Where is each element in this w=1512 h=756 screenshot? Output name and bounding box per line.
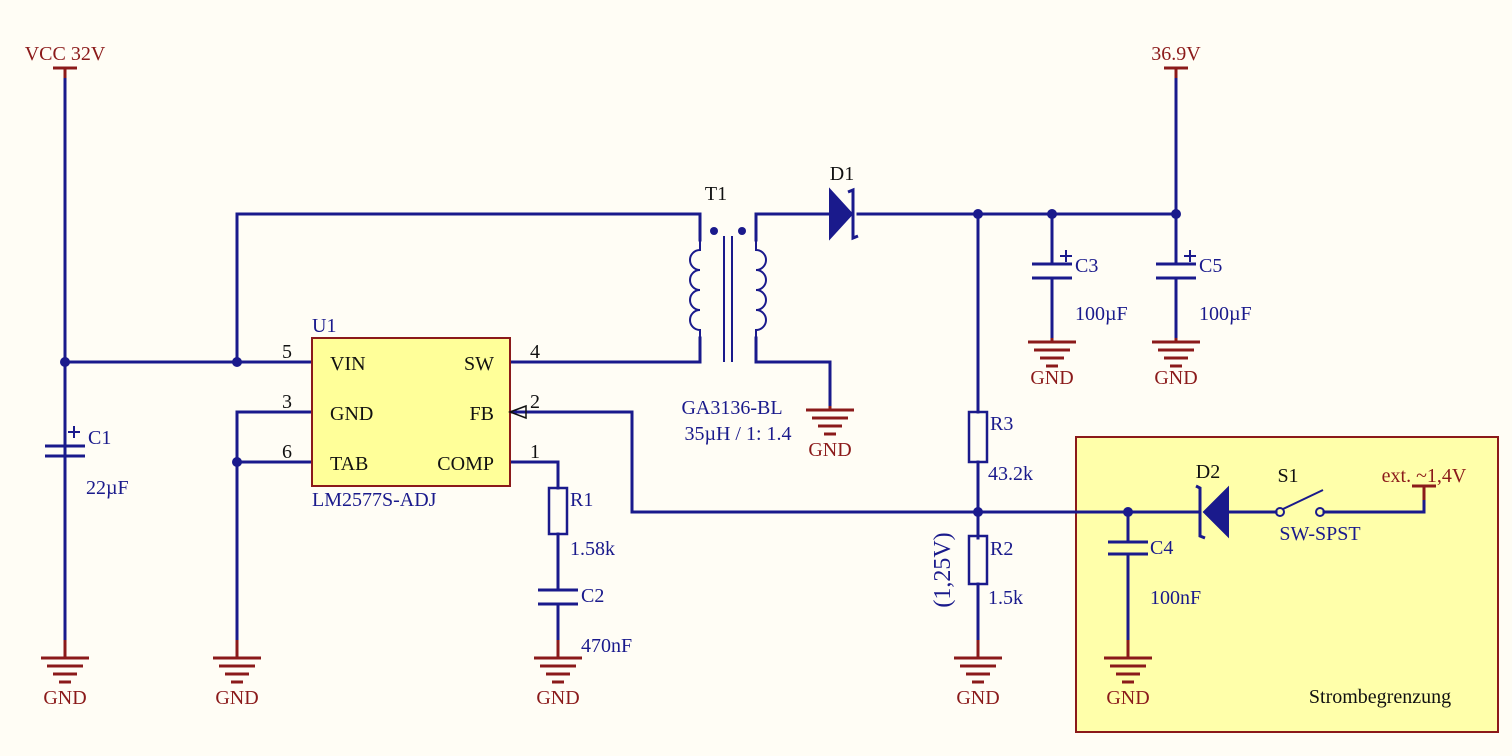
- c4-value: 100nF: [1150, 587, 1201, 609]
- c4-ref: C4: [1150, 537, 1173, 559]
- pin-number: 3: [282, 391, 292, 413]
- vcc-label: VCC 32V: [25, 43, 106, 65]
- pin-fb-label: FB: [470, 403, 494, 425]
- d1-diode: D1: [829, 163, 859, 241]
- t1-ref: T1: [705, 183, 727, 205]
- r3-resistor: R3 43.2k: [967, 410, 1033, 485]
- r2-resistor: R2 1.5k: [967, 534, 1023, 609]
- c3-value: 100µF: [1075, 303, 1128, 325]
- r3-value: 43.2k: [988, 463, 1033, 485]
- ext-label: ext. ~1,4V: [1382, 465, 1467, 487]
- u1-chip: U1 LM2577S-ADJ VIN GND TAB SW FB COMP 5 …: [282, 315, 540, 511]
- pin-comp-label: COMP: [437, 453, 494, 475]
- gnd-c5: GND: [1152, 338, 1200, 389]
- gnd-c4: GND: [1104, 640, 1152, 709]
- c5-value: 100µF: [1199, 303, 1252, 325]
- vout-port: 36.9V: [1151, 43, 1201, 78]
- pin-tab-label: TAB: [330, 453, 368, 475]
- t1-part: GA3136-BL: [681, 397, 782, 419]
- wires: [63, 66, 1426, 642]
- c2-value: 470nF: [581, 635, 632, 657]
- gnd-label: GND: [536, 687, 579, 709]
- r1-ref: R1: [570, 489, 593, 511]
- c1-ref: C1: [88, 427, 111, 449]
- gnd-label: GND: [956, 687, 999, 709]
- gnd-label: GND: [43, 687, 86, 709]
- t1-value: 35µH / 1: 1.4: [684, 423, 791, 445]
- r3-ref: R3: [990, 413, 1013, 435]
- ext-port: ext. ~1,4V: [1382, 465, 1467, 500]
- current-limit-label: Strombegrenzung: [1309, 686, 1451, 708]
- c4-capacitor: C4 100nF: [1108, 537, 1201, 609]
- gnd-t1: GND: [806, 406, 854, 461]
- t1-transformer: T1 GA3136-BL 35µH / 1: 1.4: [681, 183, 791, 445]
- pin-number: 5: [282, 341, 292, 363]
- gnd-c1: GND: [41, 640, 89, 709]
- c1-capacitor: C1 22µF: [45, 426, 129, 499]
- d1-ref: D1: [830, 163, 854, 185]
- pin-number: 2: [530, 391, 540, 413]
- s1-switch: S1 SW-SPST: [1275, 465, 1361, 545]
- c3-ref: C3: [1075, 255, 1098, 277]
- c1-value: 22µF: [86, 477, 129, 499]
- gnd-label: GND: [1154, 367, 1197, 389]
- vout-label: 36.9V: [1151, 43, 1201, 65]
- gnd-r2: GND: [954, 640, 1002, 709]
- r2-value: 1.5k: [988, 587, 1023, 609]
- gnd-c2: GND: [534, 640, 582, 709]
- u1-part: LM2577S-ADJ: [312, 489, 437, 511]
- gnd-label: GND: [215, 687, 258, 709]
- s1-ref: S1: [1277, 465, 1298, 487]
- c3-capacitor: C3 100µF: [1032, 250, 1128, 325]
- gnd-label: GND: [808, 439, 851, 461]
- c2-capacitor: C2 470nF: [538, 585, 632, 657]
- u1-ref: U1: [312, 315, 336, 337]
- pin-sw-label: SW: [464, 353, 494, 375]
- gnd-c3: GND: [1028, 338, 1076, 389]
- r2-ref: R2: [990, 538, 1013, 560]
- vcc-port: VCC 32V: [25, 43, 106, 78]
- s1-part: SW-SPST: [1279, 523, 1360, 545]
- fb-voltage-label: (1,25V): [930, 532, 956, 607]
- pin-number: 1: [530, 441, 540, 463]
- junctions: [60, 209, 1181, 517]
- pin-number: 4: [530, 341, 540, 363]
- fb-input-arrow-icon: [507, 404, 527, 420]
- r1-value: 1.58k: [570, 538, 615, 560]
- gnd-label: GND: [1106, 687, 1149, 709]
- c2-ref: C2: [581, 585, 604, 607]
- pin-vin-label: VIN: [330, 353, 366, 375]
- c5-ref: C5: [1199, 255, 1222, 277]
- c5-capacitor: C5 100µF: [1156, 250, 1252, 325]
- d2-diode: D2: [1195, 461, 1229, 540]
- d2-ref: D2: [1196, 461, 1220, 483]
- pin-gnd-label: GND: [330, 403, 373, 425]
- r1-resistor: R1 1.58k: [547, 486, 615, 560]
- pin-number: 6: [282, 441, 292, 463]
- gnd-u1: GND: [213, 640, 261, 709]
- gnd-label: GND: [1030, 367, 1073, 389]
